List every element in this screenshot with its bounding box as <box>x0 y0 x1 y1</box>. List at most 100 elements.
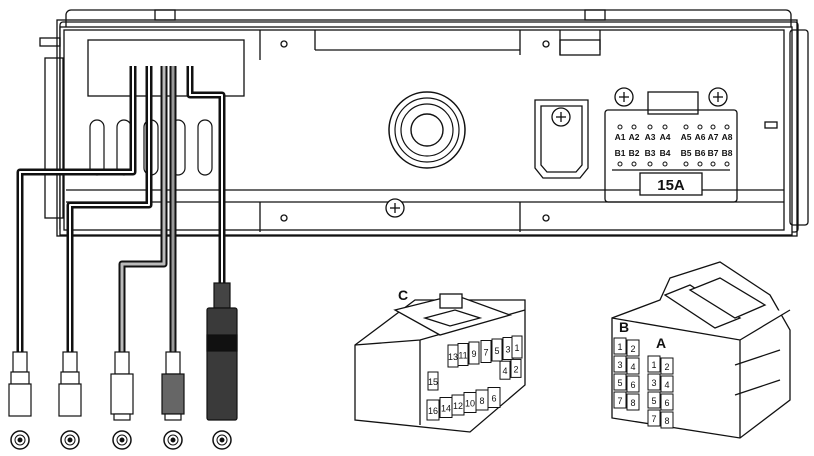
iso-pin-label: 5 <box>617 378 622 388</box>
pin-dot <box>617 124 623 130</box>
connector-c-label: C <box>398 287 408 303</box>
iso-pin-cell <box>613 337 627 355</box>
iso-pin-cell <box>626 357 640 375</box>
fuse-box <box>639 172 703 196</box>
pin-label-a: A4 <box>660 132 671 142</box>
c-pin-label: 9 <box>471 349 476 359</box>
pin-dot <box>724 124 730 130</box>
pin-dot <box>647 124 653 130</box>
mounting-bracket <box>534 99 589 179</box>
pin-dot <box>697 161 703 167</box>
c-pin-label: 15 <box>428 377 438 387</box>
pin-label-a: A2 <box>629 132 640 142</box>
iso-pin-label: 8 <box>664 416 669 426</box>
pin-dot <box>631 124 637 130</box>
pin-dot <box>710 124 716 130</box>
iso-pin-label: 6 <box>630 380 635 390</box>
iso-socket-head <box>604 91 738 203</box>
rca-plug-2 <box>58 351 82 417</box>
c-pin-cell <box>426 399 440 421</box>
pin-label-a: A3 <box>645 132 656 142</box>
pin-label-a: A8 <box>722 132 733 142</box>
c-pin-cell <box>487 387 501 408</box>
pin-label-b: B1 <box>615 148 626 158</box>
c-pin-cell <box>427 371 439 391</box>
c-pin-label: 2 <box>513 364 518 374</box>
c-pin-label: 14 <box>441 404 451 414</box>
c-pin-cell <box>491 338 503 362</box>
iso-pin-cell <box>613 355 627 373</box>
pin-dot <box>724 161 730 167</box>
c-pin-label: 16 <box>428 406 438 416</box>
c-pin-label: 13 <box>448 352 458 362</box>
cables <box>16 66 226 355</box>
iso-pin-cell <box>626 339 640 357</box>
c-pin-label: 4 <box>502 366 507 376</box>
pin-dot <box>662 124 668 130</box>
iso-pin-cell <box>626 375 640 393</box>
antenna-plug <box>206 282 238 421</box>
c-pin-label: 1 <box>514 343 519 353</box>
pin-dot <box>697 124 703 130</box>
iso-pin-label: 2 <box>664 362 669 372</box>
iso-pin-cell <box>613 391 627 409</box>
jack-icons <box>10 430 232 450</box>
c-pin-cell <box>511 335 523 359</box>
pin-label-a: A1 <box>615 132 626 142</box>
c-pin-label: 5 <box>494 346 499 356</box>
iso-pin-label: 2 <box>630 344 635 354</box>
iso-pin-cell <box>626 393 640 411</box>
iso-pin-cell <box>647 373 661 391</box>
pin-dot <box>662 161 668 167</box>
c-pin-label: 11 <box>458 351 467 361</box>
iso-pin-cell <box>660 375 674 393</box>
c-pin-cell <box>457 343 469 366</box>
pin-dot <box>617 161 623 167</box>
pin-label-a: A5 <box>681 132 692 142</box>
iso-pin-label: 8 <box>630 398 635 408</box>
iso-pin-cell <box>660 411 674 429</box>
head-unit-chassis <box>39 9 809 237</box>
iso-pin-label: 1 <box>617 342 622 352</box>
rca-plug-1 <box>8 351 32 417</box>
pin-label-b: B8 <box>722 148 733 158</box>
pin-label-b: B6 <box>695 148 706 158</box>
fuse-label: 15A <box>657 177 685 194</box>
c-pin-label: 8 <box>479 396 484 406</box>
iso-pin-cell <box>647 409 661 427</box>
pin-label-b: B2 <box>629 148 640 158</box>
pin-label-a: A7 <box>708 132 719 142</box>
iso-pin-cell <box>660 357 674 375</box>
pin-dot <box>631 161 637 167</box>
pin-dot <box>683 161 689 167</box>
iso-pin-label: 4 <box>664 380 669 390</box>
screw-icons <box>385 87 728 218</box>
iso-pin-label: 5 <box>651 396 656 406</box>
c-pin-cell <box>499 360 511 380</box>
pin-dot <box>647 161 653 167</box>
iso-label-b: B <box>619 319 629 335</box>
iso-pin-label: 3 <box>617 360 622 370</box>
iso-pin-cell <box>647 391 661 409</box>
iso-pin-label: 4 <box>630 362 635 372</box>
rca-plug-3 <box>110 351 134 421</box>
c-pin-label: 3 <box>505 345 510 355</box>
c-pin-cell <box>480 340 492 363</box>
iso-pin-cell <box>660 393 674 411</box>
iso-pin-label: 3 <box>651 378 656 388</box>
iso-pin-cell <box>647 355 661 373</box>
iso-pin-label: 7 <box>617 396 622 406</box>
rca-plug-4 <box>161 351 185 421</box>
iso-label-a: A <box>656 335 666 351</box>
pin-label-b: B3 <box>645 148 656 158</box>
iso-pin-label: 1 <box>651 360 656 370</box>
c-pin-label: 6 <box>491 394 496 404</box>
pin-label-b: B5 <box>681 148 692 158</box>
pin-label-b: B4 <box>660 148 671 158</box>
